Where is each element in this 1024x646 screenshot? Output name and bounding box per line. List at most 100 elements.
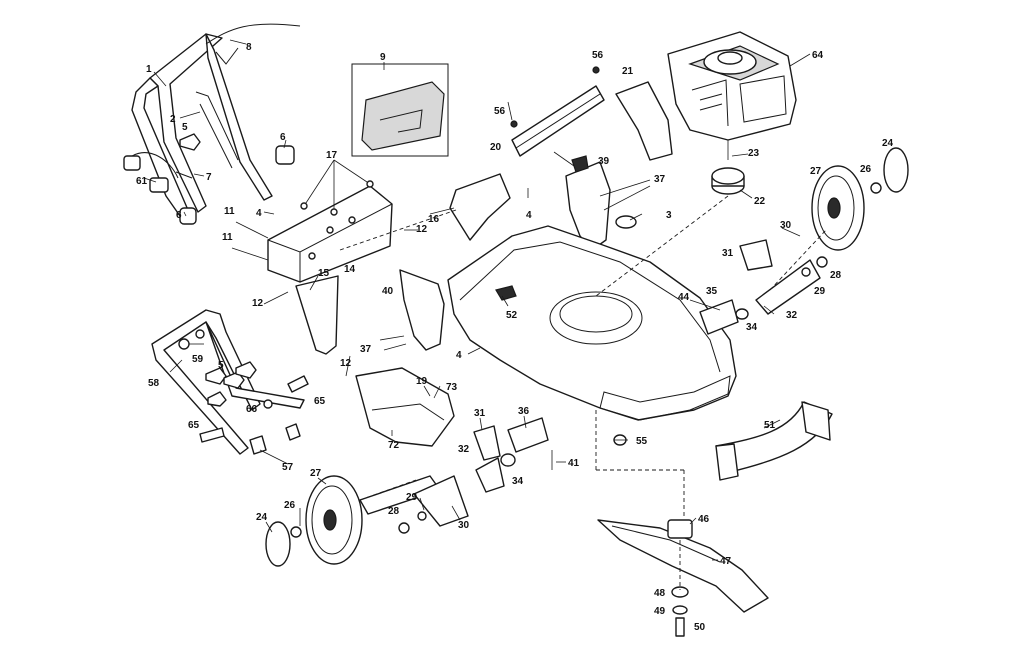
callout-22: 22 <box>754 196 766 207</box>
callout-58: 58 <box>148 378 160 389</box>
callout-56b: 56 <box>494 106 506 117</box>
callout-26a: 26 <box>860 164 872 175</box>
cutting-blade <box>597 519 769 613</box>
callout-7: 7 <box>206 172 212 183</box>
callout-5b: 5 <box>218 360 224 371</box>
callout-31a: 31 <box>722 248 734 259</box>
callout-5a: 5 <box>182 122 188 133</box>
callout-51: 51 <box>764 420 776 431</box>
handle-bracket <box>267 185 393 283</box>
callout-61: 61 <box>136 176 148 187</box>
callout-59: 59 <box>192 354 204 365</box>
front-height-adjuster <box>379 269 445 351</box>
callout-leaders <box>143 39 811 561</box>
callout-3: 3 <box>666 210 672 221</box>
chute-hinge <box>565 155 651 251</box>
right-spring <box>735 308 749 320</box>
bolt-65-right <box>287 375 309 393</box>
callout-49: 49 <box>654 606 666 617</box>
right-rear-wheel <box>811 165 865 251</box>
callout-66: 66 <box>246 404 258 415</box>
blade-lockwasher <box>672 605 688 615</box>
callout-12c: 12 <box>340 358 352 369</box>
callout-21: 21 <box>622 66 634 77</box>
handle-clip <box>249 435 267 455</box>
callout-73: 73 <box>446 382 458 393</box>
callout-28b: 28 <box>388 506 400 517</box>
callout-numbers: 1 2 3 4 4 4 5 5 6 6 7 8 9 11 11 12 12 12… <box>136 42 894 633</box>
callout-44: 44 <box>678 292 690 303</box>
callout-2: 2 <box>170 114 176 125</box>
throttle-control <box>123 152 193 193</box>
control-bar <box>195 91 239 169</box>
left-hubcap <box>265 521 291 567</box>
right-axle-plate <box>699 299 739 335</box>
mower-deck <box>447 225 737 421</box>
left-washer <box>417 511 427 521</box>
callout-41: 41 <box>568 458 580 469</box>
callout-65a: 65 <box>314 396 326 407</box>
callout-23: 23 <box>748 148 760 159</box>
callout-30a: 30 <box>780 220 792 231</box>
callout-34b: 34 <box>512 476 524 487</box>
callout-31b: 31 <box>474 408 486 419</box>
callout-4b: 4 <box>526 210 532 221</box>
left-hub-nut <box>290 526 302 538</box>
callout-56a: 56 <box>592 50 604 61</box>
mulch-plug-knob <box>615 215 637 229</box>
left-wheel-bolt <box>398 522 410 534</box>
mulch-plate <box>355 367 455 447</box>
left-pivot-plate <box>507 417 549 453</box>
bracket-screws <box>300 159 374 216</box>
callout-11a: 11 <box>224 206 235 217</box>
right-hub-nut <box>870 182 882 194</box>
side-plate <box>295 275 339 355</box>
blade-washer <box>671 586 689 598</box>
handle-knob-upper <box>275 145 295 165</box>
callout-19: 19 <box>416 376 428 387</box>
callout-30b: 30 <box>458 520 470 531</box>
callout-29b: 29 <box>406 492 418 503</box>
callout-37a: 37 <box>654 174 666 185</box>
callout-14: 14 <box>344 264 356 275</box>
left-front-wheel <box>305 475 363 565</box>
wing-nut-upper <box>179 133 201 151</box>
rear-panel <box>351 63 449 157</box>
side-rail <box>510 66 605 157</box>
blade-adapter <box>711 167 745 195</box>
bolt-65-left <box>199 427 225 443</box>
callout-11b: 11 <box>222 232 233 243</box>
callout-20: 20 <box>490 142 502 153</box>
callout-64: 64 <box>812 50 824 61</box>
right-hubcap <box>883 147 909 193</box>
callout-35: 35 <box>706 286 718 297</box>
right-washer <box>801 267 811 277</box>
callout-12b: 12 <box>252 298 264 309</box>
bolt-11-b <box>231 247 269 261</box>
callout-4c: 4 <box>456 350 462 361</box>
screw-12-a <box>263 291 289 305</box>
callout-37b: 37 <box>360 344 372 355</box>
callout-26b: 26 <box>284 500 296 511</box>
callout-36: 36 <box>518 406 530 417</box>
callout-28a: 28 <box>830 270 842 281</box>
bolt-11-a <box>235 221 269 239</box>
callout-55: 55 <box>636 436 648 447</box>
left-axle-plate <box>413 475 469 527</box>
rear-deflector <box>449 173 511 241</box>
callout-50: 50 <box>694 622 706 633</box>
callout-1: 1 <box>146 64 152 75</box>
handle-clip-2 <box>285 423 301 441</box>
callout-6a: 6 <box>280 132 286 143</box>
handle-bolts <box>178 329 205 350</box>
callout-39: 39 <box>598 156 610 167</box>
callout-34a: 34 <box>746 322 758 333</box>
callout-57: 57 <box>282 462 294 473</box>
right-axle-bracket <box>755 259 821 315</box>
callout-52: 52 <box>506 310 518 321</box>
callout-27a: 27 <box>810 166 822 177</box>
callout-12a: 12 <box>416 224 428 235</box>
left-height-lever <box>473 425 501 461</box>
callout-16: 16 <box>428 214 440 225</box>
